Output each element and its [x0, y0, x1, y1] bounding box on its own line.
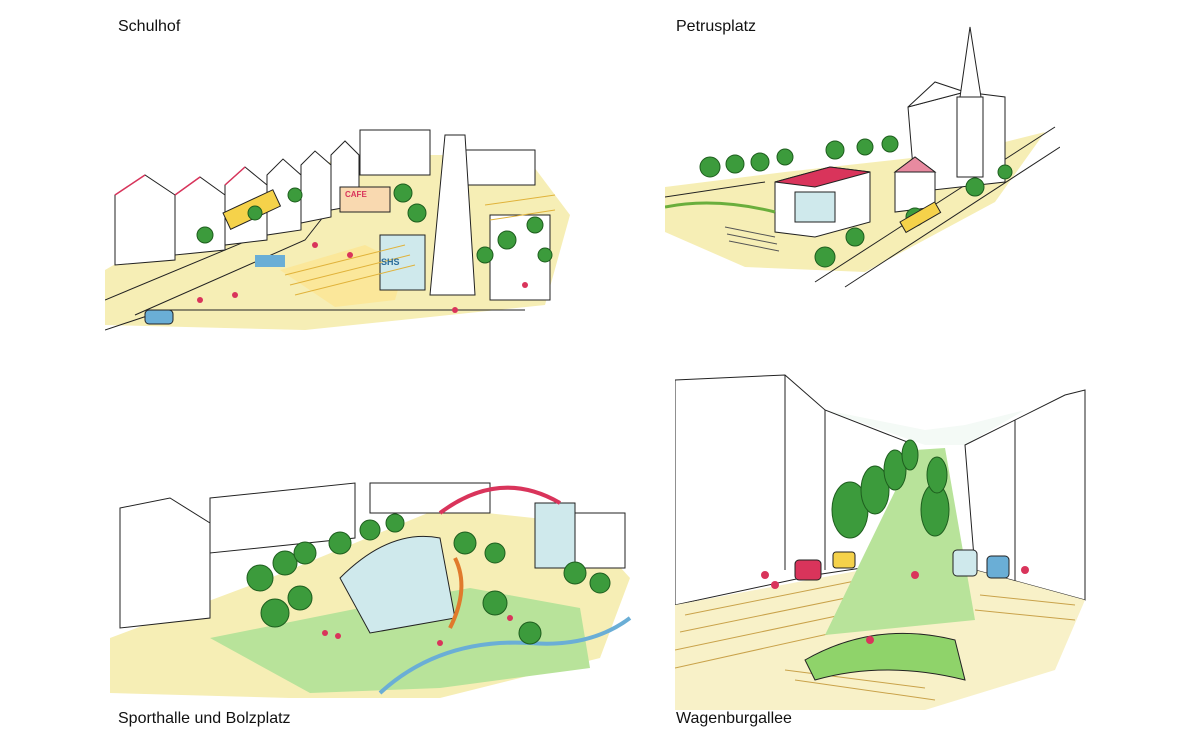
sketch-sporthalle	[110, 468, 650, 708]
sketch-schulhof	[105, 95, 570, 345]
sketch-petrusplatz	[665, 22, 1060, 292]
panel-title-schulhof: Schulhof	[118, 18, 181, 35]
panel-title-petrusplatz: Petrusplatz	[676, 18, 757, 35]
sign-shs: SHS	[381, 257, 400, 267]
sketch-wagenburgallee	[675, 370, 1095, 710]
sign-cafe: CAFE	[345, 190, 367, 199]
panel-title-wagenburgallee: Wagenburgallee	[676, 710, 792, 727]
panel-title-sporthalle: Sporthalle und Bolzplatz	[118, 710, 291, 727]
